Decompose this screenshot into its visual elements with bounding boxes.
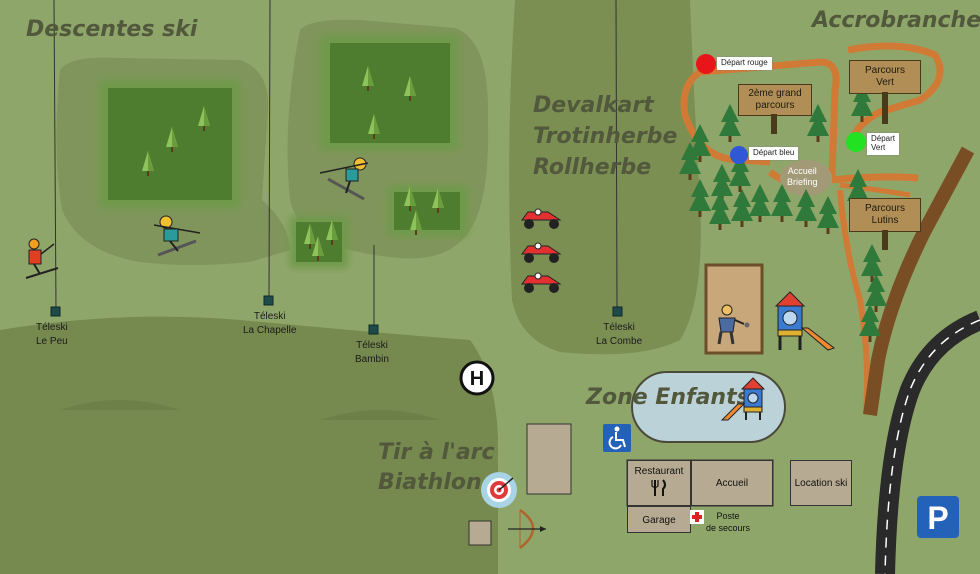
- sign-post-icon: [882, 230, 888, 250]
- helipad-icon[interactable]: H: [459, 360, 495, 396]
- briefing-line: Accueil: [787, 166, 817, 176]
- kart-icon: [521, 208, 562, 229]
- start-vert-label: Départ Vert: [867, 133, 900, 155]
- bow-icon[interactable]: [506, 508, 550, 550]
- start-vert-line: Vert: [871, 142, 886, 152]
- building-restaurant[interactable]: Restaurant: [627, 460, 691, 506]
- zone-title-descentes-ski: Descentes ski: [26, 17, 198, 42]
- accueil-briefing-label[interactable]: Accueil Briefing: [787, 166, 818, 189]
- zone-title-tir-arc-line: Tir à l'arc: [378, 440, 495, 465]
- kart-icon: [521, 242, 562, 263]
- lift-label-name: Bambin: [355, 353, 389, 365]
- start-rouge-dot-icon[interactable]: [695, 53, 717, 75]
- sign-line: Vert: [876, 77, 894, 88]
- building-accueil[interactable]: Accueil: [691, 460, 773, 506]
- zone-title-tir-arc: Tir à l'arc Biathlon: [378, 438, 495, 498]
- petanque-player-icon: [717, 304, 750, 345]
- sign-line: 2ème grand: [748, 88, 802, 99]
- start-bleu-label: Départ bleu: [749, 147, 799, 160]
- lift-label-type: Téleski: [356, 340, 388, 351]
- lift-label-type: Téleski: [253, 311, 286, 322]
- zone-title-devalkart: Devalkart Trotinherbe Rollherbe: [533, 90, 677, 183]
- sign-line: parcours: [755, 100, 795, 111]
- building-garage[interactable]: Garage: [627, 506, 691, 533]
- lift-label-name: Le Peu: [36, 335, 68, 347]
- start-vert-dot-icon[interactable]: [845, 131, 867, 153]
- restaurant-label: Restaurant: [634, 466, 684, 477]
- sign-line: Parcours: [864, 203, 905, 214]
- building-location-ski[interactable]: Location ski: [790, 460, 852, 506]
- lift-label-bambin[interactable]: Téleski Bambin: [355, 339, 389, 366]
- skier-icon: [25, 238, 59, 279]
- zone-title-zone-enfants: Zone Enfants: [586, 385, 750, 410]
- sign-parcours-lutins[interactable]: Parcours Lutins: [849, 198, 921, 232]
- sign-post-icon: [771, 114, 777, 134]
- wheelchair-icon[interactable]: [603, 424, 631, 452]
- playground-icon: [720, 377, 766, 421]
- skier-icon: [319, 157, 369, 201]
- poste-line: de secours: [706, 522, 751, 533]
- playground-icon: [774, 291, 836, 351]
- lift-label-type: Téleski: [36, 322, 68, 333]
- zone-title-biathlon-line: Biathlon: [378, 470, 482, 495]
- parking-letter: P: [927, 500, 948, 536]
- kart-icon: [521, 272, 562, 293]
- sign-parcours-vert[interactable]: Parcours Vert: [849, 60, 921, 94]
- sign-line: Lutins: [871, 215, 899, 226]
- sign-grand-parcours[interactable]: 2ème grand parcours: [738, 84, 812, 116]
- lift-label-type: Téleski: [603, 322, 635, 333]
- poste-line: Poste: [716, 511, 740, 521]
- briefing-line: Briefing: [787, 177, 818, 188]
- sign-line: Parcours: [864, 65, 905, 76]
- lift-label-la-chapelle[interactable]: Téleski La Chapelle: [243, 310, 296, 337]
- zone-title-devalkart-line: Devalkart: [533, 93, 654, 118]
- parking-icon[interactable]: P: [917, 496, 959, 538]
- restaurant-icon: [651, 479, 666, 496]
- first-aid-icon: [690, 510, 704, 524]
- lift-label-name: La Combe: [596, 335, 643, 347]
- lift-label-le-peu[interactable]: Téleski Le Peu: [36, 321, 68, 348]
- zone-title-trotinherbe-line: Trotinherbe: [533, 124, 678, 149]
- sign-post-icon: [882, 92, 888, 124]
- start-bleu-dot-icon[interactable]: [729, 145, 749, 165]
- start-rouge-label: Départ rouge: [717, 57, 772, 70]
- lift-label-la-combe[interactable]: Téleski La Combe: [596, 321, 642, 348]
- lift-label-name: La Chapelle: [243, 324, 297, 336]
- skier-icon: [153, 215, 201, 257]
- zone-title-accrobranche: Accrobranche: [812, 8, 980, 33]
- poste-secours-label[interactable]: Poste de secours: [706, 511, 750, 534]
- target-icon[interactable]: [479, 470, 519, 510]
- zone-title-rollherbe-line: Rollherbe: [533, 155, 652, 180]
- start-vert-line: Départ: [871, 134, 896, 143]
- helipad-letter: H: [470, 368, 484, 390]
